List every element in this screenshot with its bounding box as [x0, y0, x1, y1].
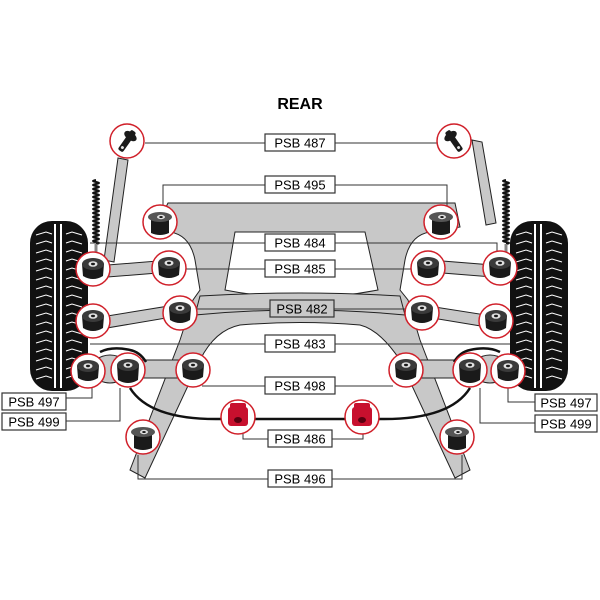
flanged-bush-icon: [151, 218, 169, 235]
flanged-bush-icon: [432, 218, 450, 235]
part-number: PSB 485: [274, 262, 325, 277]
bush-486-left: [220, 399, 256, 435]
part-number: PSB 499: [540, 417, 591, 432]
label-psb487: PSB 487: [264, 133, 336, 152]
leader-lines: [66, 142, 535, 480]
label-psb497-left: PSB 497: [1, 392, 67, 411]
bush-484-right: [482, 250, 518, 286]
bush-499-right: [452, 352, 488, 388]
bush-487-left: [109, 123, 145, 159]
left-coil-spring: [92, 179, 100, 258]
part-number: PSB 483: [274, 337, 325, 352]
bush-485-left: [151, 250, 187, 286]
bush-485-right: [410, 250, 446, 286]
right-tyre: [510, 221, 568, 391]
part-number: PSB 482: [276, 302, 327, 317]
part-number: PSB 486: [274, 432, 325, 447]
left-tyre: [30, 221, 88, 391]
label-psb482: PSB 482: [269, 299, 335, 318]
left-hub-outline: [99, 347, 148, 363]
part-number: PSB 498: [274, 379, 325, 394]
bush-497-left: [70, 353, 106, 389]
bush-495-right: [423, 204, 459, 240]
label-psb499-right: PSB 499: [534, 414, 598, 433]
label-psb496: PSB 496: [267, 469, 333, 488]
link-bush-icon: [444, 130, 463, 152]
part-number: PSB 497: [8, 395, 59, 410]
bush-498-right: [388, 352, 424, 388]
label-box: [264, 133, 336, 152]
right-upper-link: [471, 139, 497, 226]
antiroll-bar-bush-icon: [352, 407, 372, 426]
right-coil-spring: [502, 179, 510, 258]
bush-482-right: [404, 295, 440, 331]
label-box: [1, 412, 67, 431]
diagram-title: REAR: [277, 96, 323, 113]
label-psb486: PSB 486: [267, 429, 333, 448]
bush-496-right: [439, 419, 475, 455]
label-box: [264, 233, 336, 252]
right-hub-outline: [452, 347, 501, 363]
flanged-bush-icon: [448, 433, 466, 450]
label-box: [534, 393, 598, 412]
part-number: PSB 496: [274, 472, 325, 487]
label-psb483: PSB 483: [264, 334, 336, 353]
label-box: [269, 299, 335, 318]
left-upper-link: [103, 157, 129, 263]
bush-486-right: [344, 399, 380, 435]
flanged-bush-icon: [134, 433, 152, 450]
label-psb485: PSB 485: [264, 259, 336, 278]
label-psb484: PSB 484: [264, 233, 336, 252]
part-number: PSB 495: [274, 178, 325, 193]
label-box: [264, 334, 336, 353]
label-psb499-left: PSB 499: [1, 412, 67, 431]
part-number: PSB 497: [540, 396, 591, 411]
label-box: [1, 392, 67, 411]
bush-499-left: [110, 352, 146, 388]
bush-497-right: [490, 353, 526, 389]
bush-496-left: [125, 419, 161, 455]
label-box: [267, 429, 333, 448]
part-number: PSB 499: [8, 415, 59, 430]
label-box: [264, 376, 336, 395]
bush-487-right: [436, 123, 472, 159]
link-bush-icon: [118, 130, 137, 152]
label-psb497-right: PSB 497: [534, 393, 598, 412]
anti-roll-bar: [128, 387, 472, 421]
bush-483-right: [478, 303, 514, 339]
bush-498-left: [175, 352, 211, 388]
part-number: PSB 484: [274, 236, 325, 251]
bush-markers: [70, 123, 526, 455]
antiroll-bar-bush-icon: [228, 407, 248, 426]
label-psb495: PSB 495: [264, 175, 336, 194]
label-box: [534, 414, 598, 433]
bush-484-left: [75, 251, 111, 287]
label-box: [267, 469, 333, 488]
part-number: PSB 487: [274, 136, 325, 151]
bush-483-left: [75, 303, 111, 339]
label-box: [264, 175, 336, 194]
label-psb498: PSB 498: [264, 376, 336, 395]
bush-482-left: [162, 295, 198, 331]
label-box: [264, 259, 336, 278]
bush-495-left: [142, 204, 178, 240]
